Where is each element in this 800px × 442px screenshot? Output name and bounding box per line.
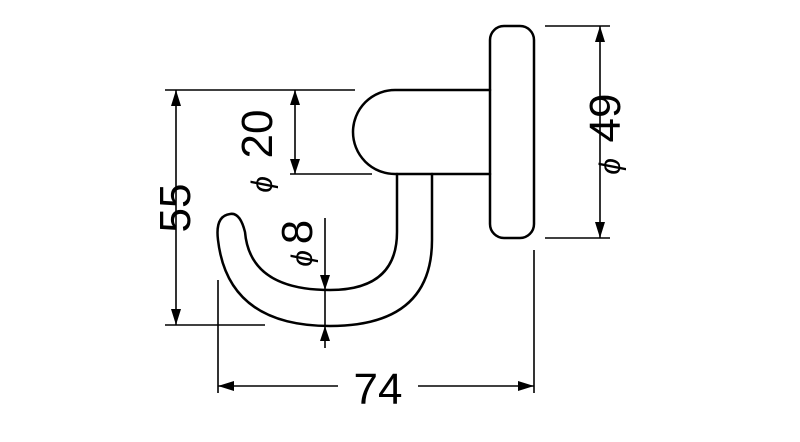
base-diameter-value: 49 (581, 94, 630, 143)
arm-diameter-symbol: ϕ (246, 176, 279, 193)
height-label: 55 (151, 184, 200, 233)
dim-8-arrow-top (320, 275, 330, 290)
arm-diameter-label: ϕ 20 (233, 110, 282, 193)
dim-49-arrow-bottom (595, 222, 605, 238)
arm-diameter-value: 20 (233, 110, 282, 159)
dim-74-arrow-left (218, 381, 234, 391)
hook-body (216, 172, 434, 328)
dim-49-arrow-top (595, 26, 605, 42)
base-diameter-symbol: ϕ (594, 158, 627, 175)
rod-diameter-label: ϕ 8 (273, 220, 322, 267)
base-diameter-label: ϕ 49 (581, 94, 630, 175)
width-label: 74 (354, 365, 403, 414)
rod-diameter-value: 8 (273, 220, 322, 244)
rod-diameter-symbol: ϕ (286, 250, 319, 267)
dim-55-arrow-top (171, 90, 181, 106)
dim-55-arrow-bottom (171, 309, 181, 325)
dim-74-arrow-right (518, 381, 534, 391)
arm-body (351, 88, 492, 176)
dim-8-arrow-bottom (320, 326, 330, 341)
dim-20-arrow-bottom (290, 159, 300, 174)
base-plate (488, 24, 536, 240)
dim-20-arrow-top (290, 90, 300, 105)
